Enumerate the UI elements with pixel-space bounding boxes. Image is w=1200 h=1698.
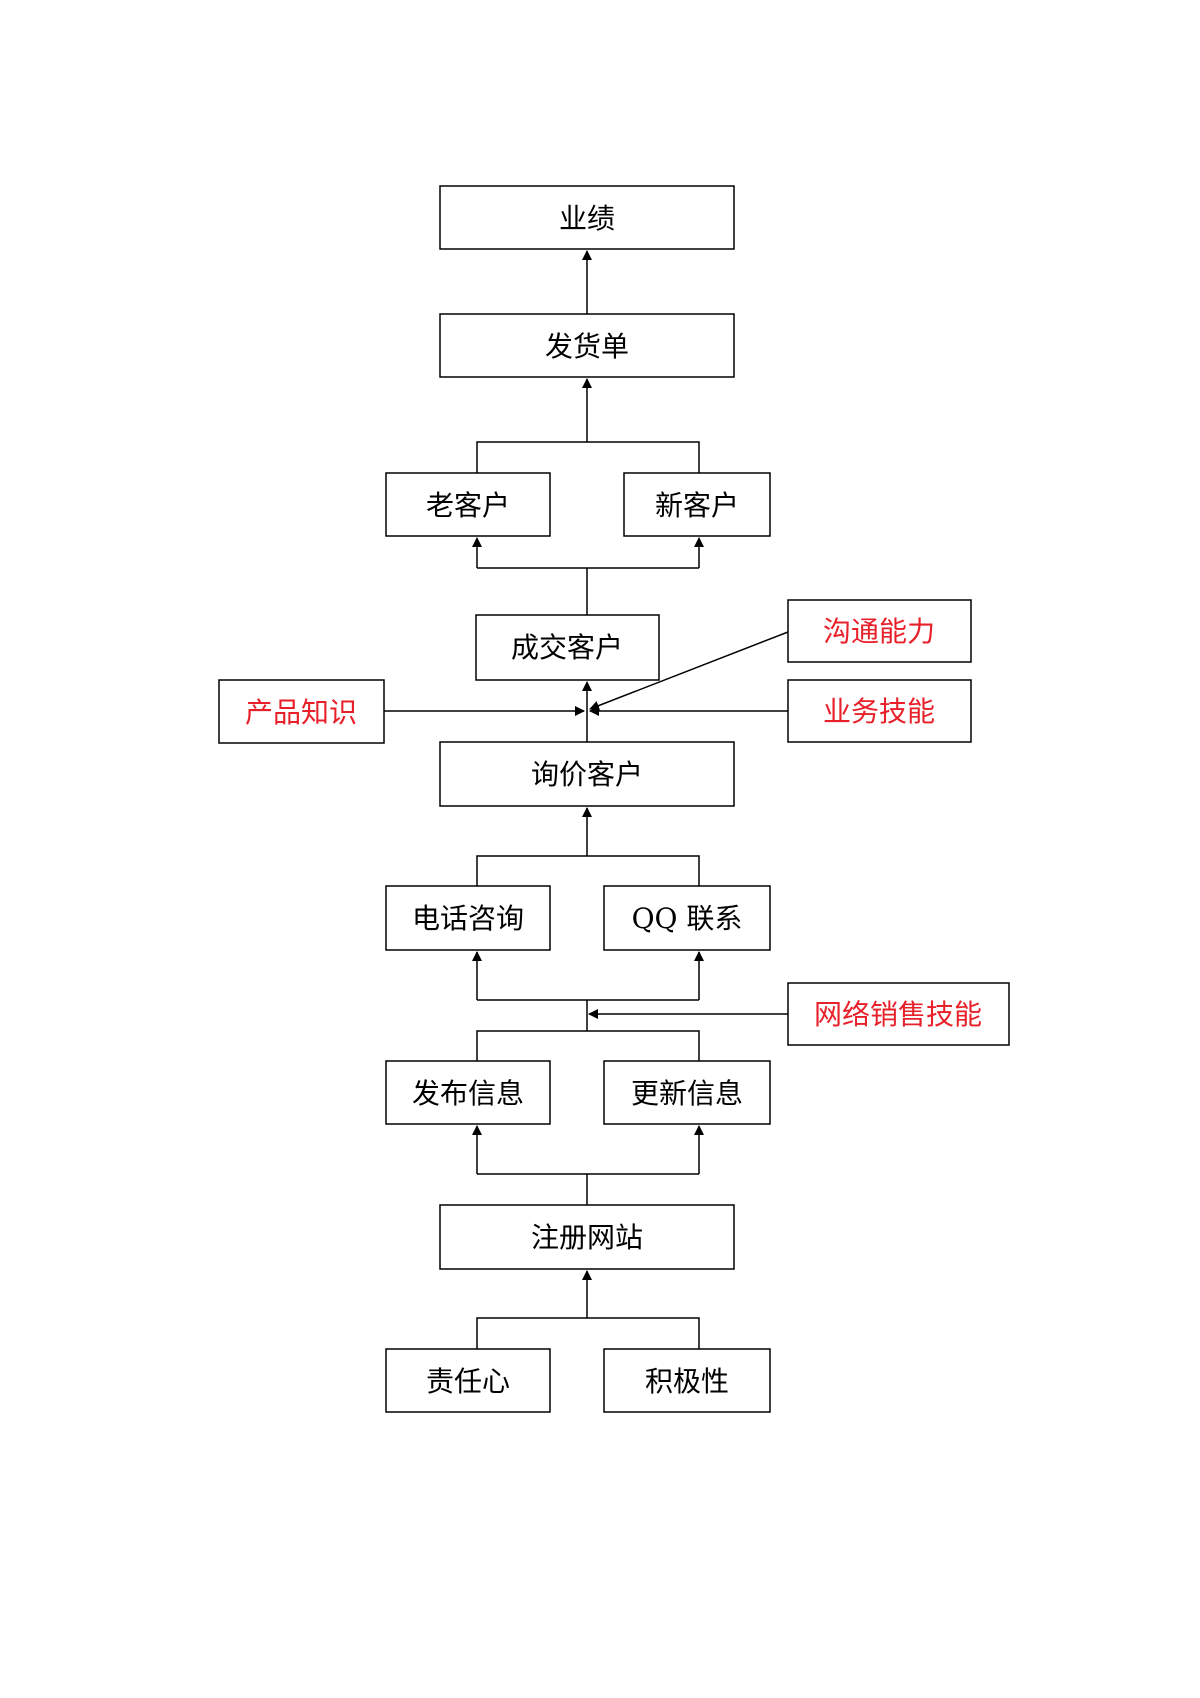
node-initiative-label: 积极性 <box>645 1365 729 1398</box>
node-inquiry-customer-label: 询价客户 <box>531 758 643 791</box>
node-new-customer: 新客户 <box>623 472 771 537</box>
connector-contact-top <box>476 855 700 886</box>
node-update-info-label: 更新信息 <box>631 1077 743 1110</box>
node-business-skill-label: 业务技能 <box>823 695 935 728</box>
node-new-customer-label: 新客户 <box>655 489 739 522</box>
connector-traits-top <box>476 1317 700 1349</box>
node-old-customer-label: 老客户 <box>426 489 510 522</box>
node-communication-ability: 沟通能力 <box>787 599 972 663</box>
node-qq-contact-label: QQ 联系 <box>632 902 743 935</box>
node-deal-customer-label: 成交客户 <box>511 631 623 664</box>
node-register-site-label: 注册网站 <box>531 1221 643 1254</box>
node-publish-info: 发布信息 <box>385 1060 551 1125</box>
node-online-sales-skill: 网络销售技能 <box>787 982 1010 1046</box>
node-responsibility: 责任心 <box>385 1348 551 1413</box>
node-phone-consult: 电话咨询 <box>385 885 551 951</box>
node-deal-customer: 成交客户 <box>475 614 660 681</box>
node-inquiry-customer: 询价客户 <box>439 741 735 807</box>
connector-customers-top <box>476 441 700 473</box>
node-update-info: 更新信息 <box>603 1060 771 1125</box>
node-performance-label: 业绩 <box>559 202 615 235</box>
node-communication-ability-label: 沟通能力 <box>823 615 935 648</box>
node-product-knowledge-label: 产品知识 <box>245 696 357 729</box>
arrow-communication-ability <box>589 631 789 711</box>
node-publish-info-label: 发布信息 <box>412 1077 524 1110</box>
node-old-customer: 老客户 <box>385 472 551 537</box>
connector-info-top <box>476 1030 700 1061</box>
node-delivery-order-label: 发货单 <box>545 330 629 363</box>
node-product-knowledge: 产品知识 <box>218 679 385 744</box>
node-initiative: 积极性 <box>603 1348 771 1413</box>
node-responsibility-label: 责任心 <box>426 1365 510 1398</box>
node-delivery-order: 发货单 <box>439 313 735 378</box>
node-online-sales-skill-label: 网络销售技能 <box>814 998 982 1031</box>
node-business-skill: 业务技能 <box>787 679 972 743</box>
node-qq-contact: QQ 联系 <box>603 885 771 951</box>
node-performance: 业绩 <box>439 185 735 250</box>
node-phone-consult-label: 电话咨询 <box>412 902 524 935</box>
node-register-site: 注册网站 <box>439 1204 735 1270</box>
